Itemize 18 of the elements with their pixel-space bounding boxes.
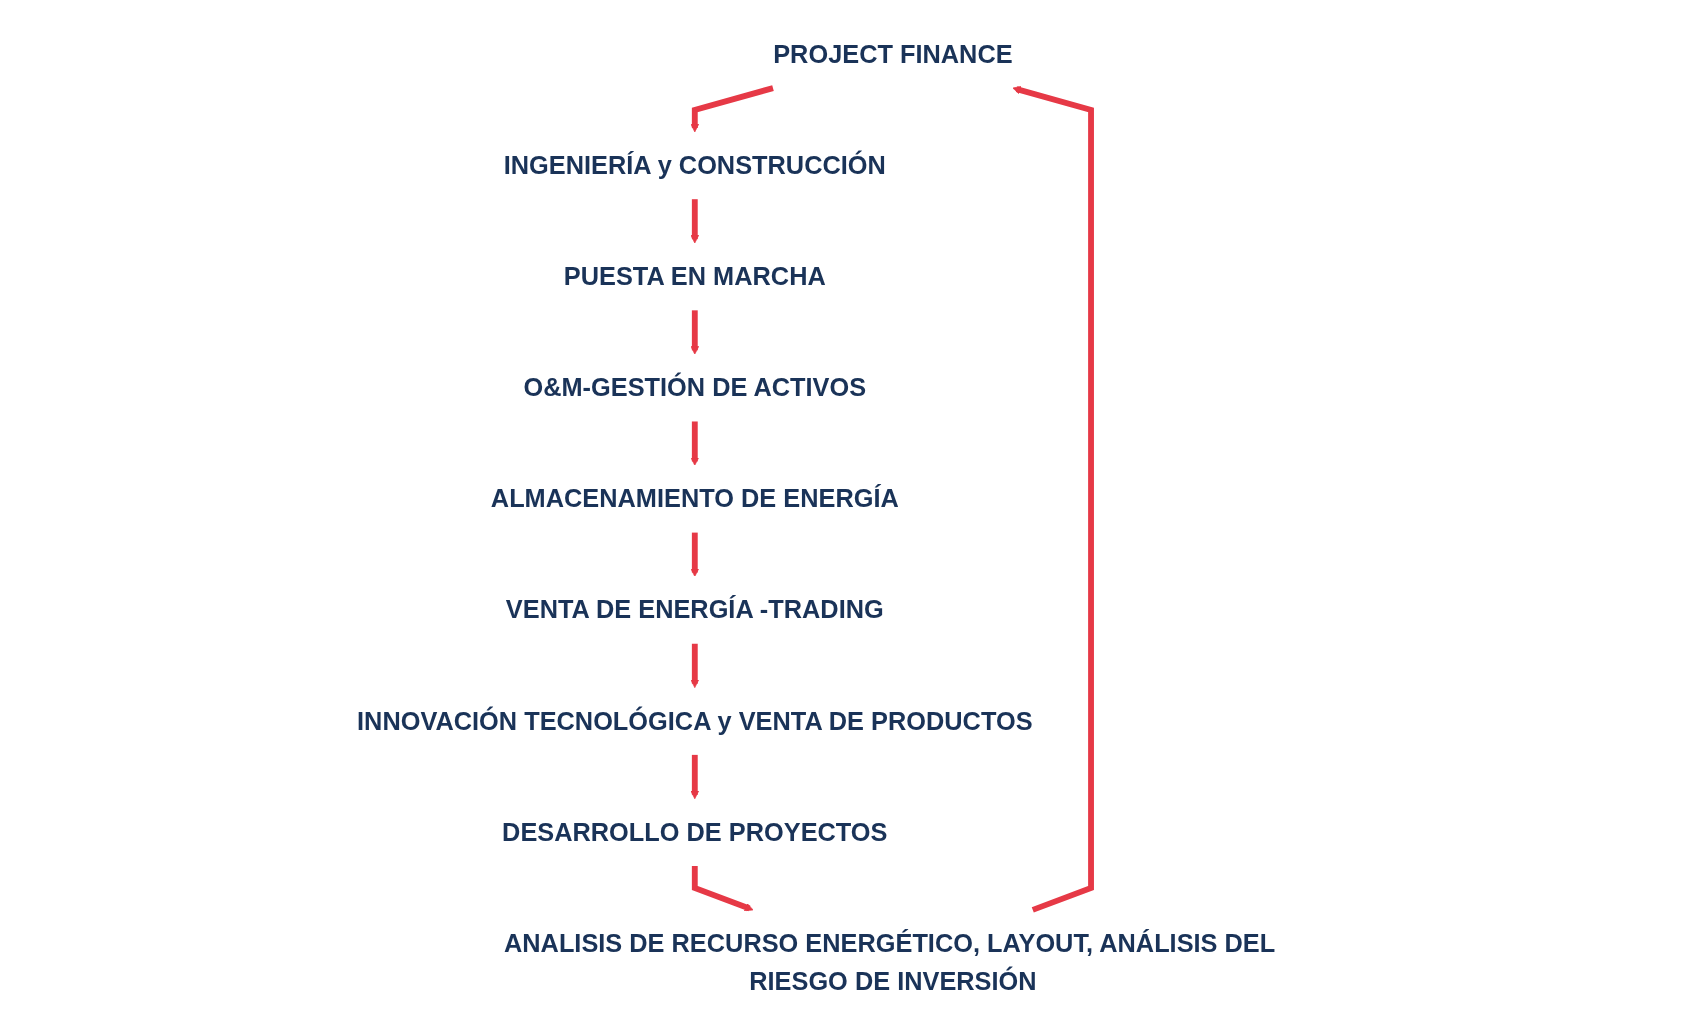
node-text: O&M-GESTIÓN DE ACTIVOS — [523, 372, 866, 402]
node-text: PROJECT FINANCE — [772, 38, 1013, 69]
node-text: ANALISIS DE RECURSO ENERGÉTICO, LAYOUT, ANÁLISIS DEL RIESGO DE INVERSIÓN — [503, 927, 1275, 996]
arrow — [1012, 85, 1094, 913]
node-text: ALMACENAMIENTO DE ENERGÍA — [490, 483, 899, 513]
node-text: VENTA DE ENERGÍA -TRADING — [505, 594, 884, 624]
arrow — [690, 754, 699, 799]
arrow — [691, 865, 754, 911]
arrow — [690, 532, 699, 577]
node-text: INNOVACIÓN TECNOLÓGICA y VENTA DE PRODUCTOS — [356, 705, 1033, 735]
arrow — [690, 309, 699, 355]
arrow — [690, 198, 699, 243]
node-text: DESARROLLO DE PROYECTOS — [501, 816, 888, 847]
arrow — [690, 643, 699, 688]
arrow — [690, 84, 774, 132]
arrow — [690, 421, 699, 466]
node-text: INGENIERÍA y CONSTRUCCIÓN — [503, 149, 886, 180]
node-text: PUESTA EN MARCHA — [563, 261, 826, 291]
